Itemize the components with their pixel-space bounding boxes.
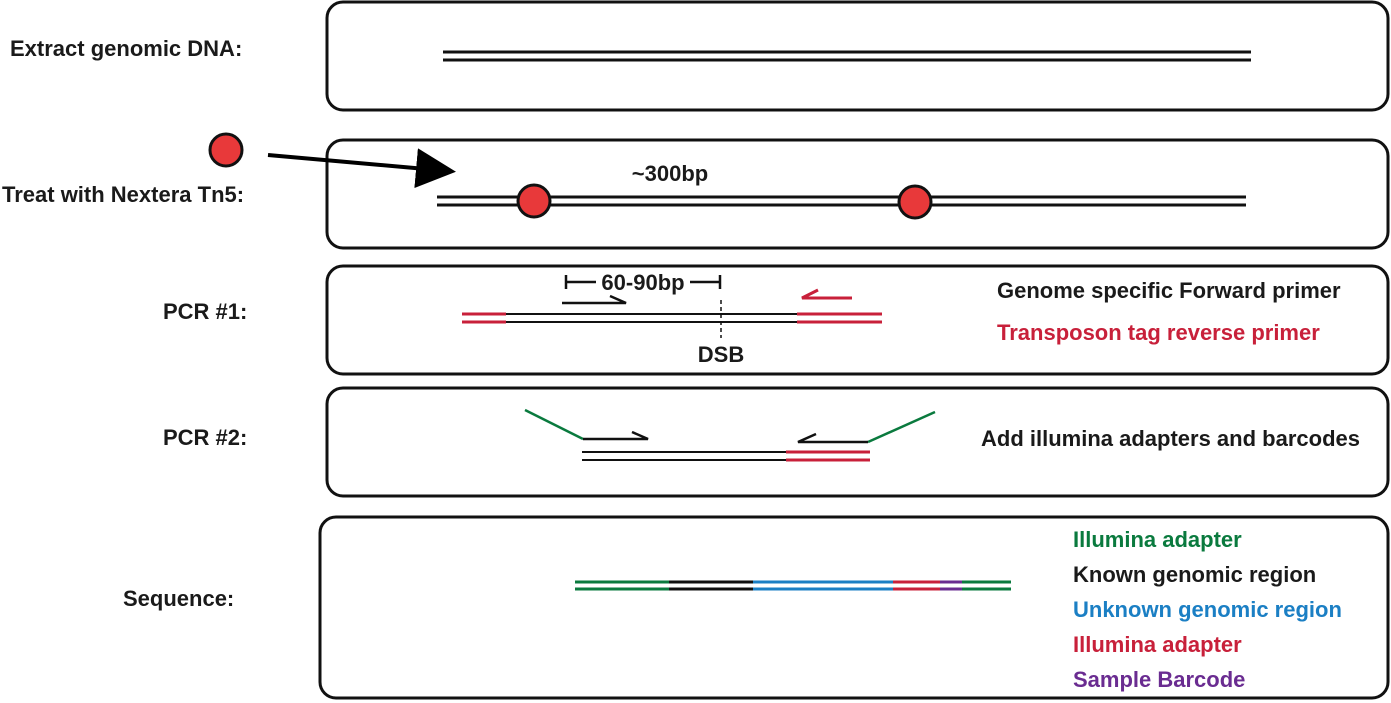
sequence-legend: Illumina adapter Known genomic region Un…: [1073, 527, 1342, 692]
forward-primer-core: [583, 430, 649, 441]
step-label-pcr1: PCR #1:: [163, 299, 247, 324]
adapter-tail-forward: [524, 408, 584, 441]
panel-treat: [325, 138, 1390, 250]
amplicon-size-bracket: [564, 275, 722, 289]
forward-primer-label: Genome specific Forward primer: [997, 278, 1341, 303]
forward-primer-icon: [562, 294, 627, 305]
panel-pcr1: [325, 264, 1390, 376]
fragment-size-label: ~300bp: [632, 161, 708, 186]
amplicon-size-label: 60-90bp: [601, 270, 684, 295]
genomic-dna: [443, 50, 1251, 62]
pcr2-description: Add illumina adapters and barcodes: [981, 426, 1360, 451]
legend-item: Unknown genomic region: [1073, 597, 1342, 622]
pcr2-template: [582, 450, 870, 462]
step-label-pcr2: PCR #2:: [163, 425, 247, 450]
sequenced-read: [575, 580, 1011, 591]
legend-item: Sample Barcode: [1073, 667, 1245, 692]
step-label-extract: Extract genomic DNA:: [10, 36, 242, 61]
panel-sequence: [318, 515, 1390, 700]
dsb-label: DSB: [698, 342, 744, 367]
panel-extract: [325, 0, 1390, 112]
step-label-sequence: Sequence:: [123, 586, 234, 611]
transposase-insertion-icon: [897, 184, 933, 220]
pcr1-template: [462, 312, 882, 324]
reverse-primer-core: [797, 432, 868, 444]
transposase-insertion-icon: [516, 183, 552, 219]
pointer-arrow-icon: [267, 148, 456, 189]
legend-item: Illumina adapter: [1073, 527, 1242, 552]
reverse-primer-label: Transposon tag reverse primer: [997, 320, 1320, 345]
reverse-primer-icon: [801, 288, 852, 300]
adapter-tail-reverse: [867, 410, 936, 444]
step-label-treat: Treat with Nextera Tn5:: [2, 182, 244, 207]
legend-item: Known genomic region: [1073, 562, 1316, 587]
legend-item: Illumina adapter: [1073, 632, 1242, 657]
fragmented-dna: [437, 195, 1246, 207]
transposase-icon: [208, 132, 244, 168]
